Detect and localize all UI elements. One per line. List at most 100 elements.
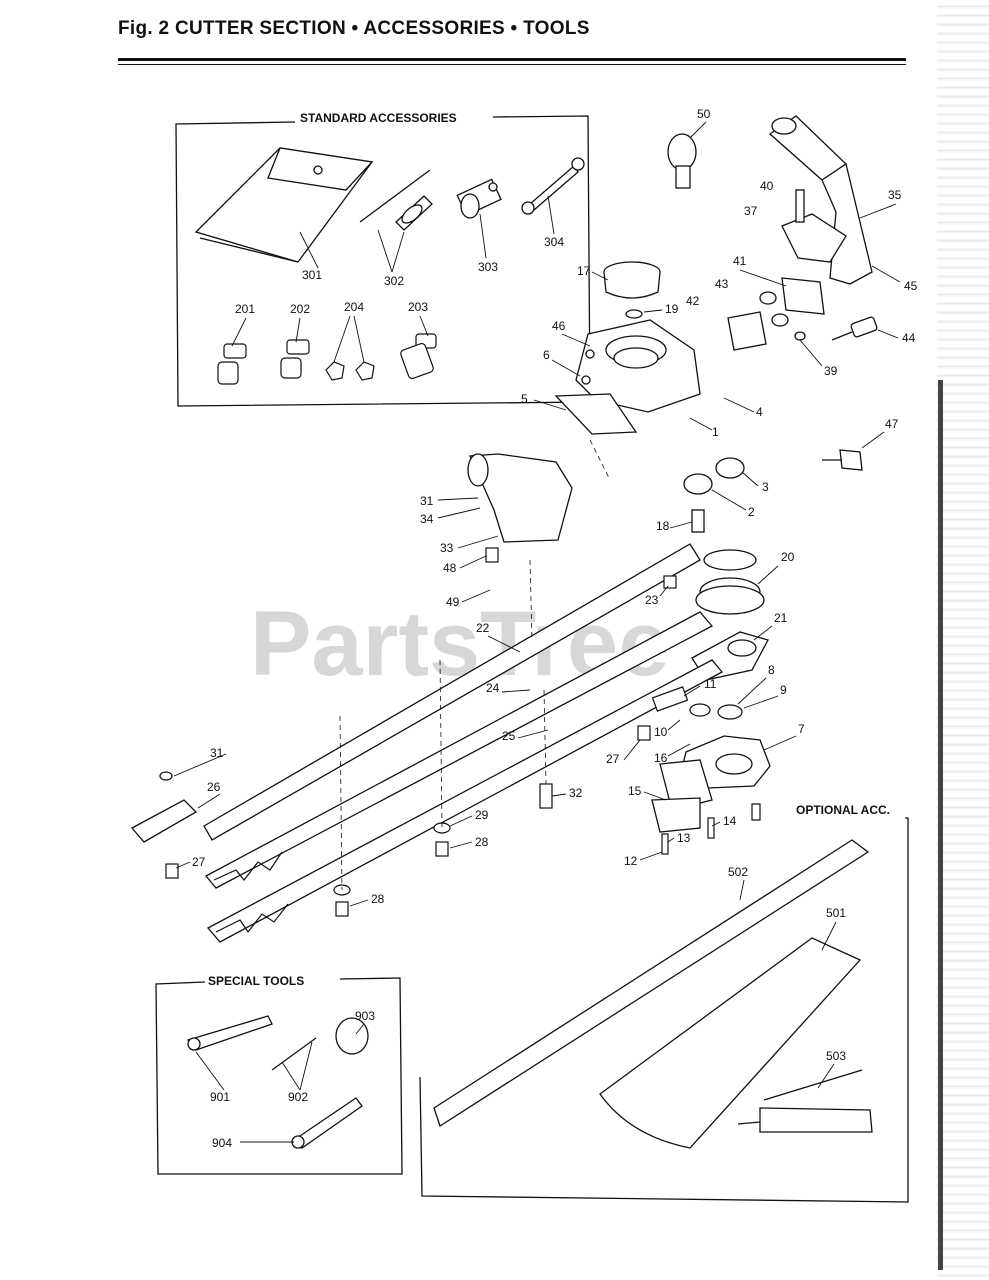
part-label-46: 46 [552,319,566,333]
part-label-203: 203 [408,300,428,314]
part-label-8: 8 [768,663,775,677]
fitting-50 [667,133,697,189]
part-label-33: 33 [440,541,454,555]
blade-cover-502 [433,839,870,1127]
clamp-37 [781,189,847,263]
part-label-18: 18 [656,519,670,533]
part-label-48: 48 [443,561,457,575]
part-label-26: 26 [207,780,221,794]
part-labels: 301 302 303 304 201 202 204 203 50 40 35… [192,107,918,1150]
part-label-28-mid: 28 [475,835,489,849]
blade-cover-501 [599,937,862,1149]
title-rule-thin [118,64,906,65]
part-label-17: 17 [577,264,591,278]
optional-accessories-box [419,817,909,1203]
part-label-13: 13 [677,831,691,845]
part-label-1: 1 [712,425,719,439]
part-label-6: 6 [543,348,550,362]
part-label-47: 47 [885,417,899,431]
part-label-24: 24 [486,681,500,695]
part-label-37: 37 [744,204,758,218]
part-label-7: 7 [798,722,805,736]
part-label-41: 41 [733,254,747,268]
blade-teeth [213,851,289,934]
part-label-40: 40 [760,179,774,193]
bracket-41 [727,277,825,351]
part-label-5: 5 [521,392,528,406]
part-label-301: 301 [302,268,322,282]
part-label-902: 902 [288,1090,308,1104]
part-label-45: 45 [904,279,918,293]
part-label-302: 302 [384,274,404,288]
part-label-201: 201 [235,302,255,316]
part-label-12: 12 [624,854,638,868]
part-label-20: 20 [781,550,795,564]
part-label-34: 34 [420,512,434,526]
part-label-43: 43 [715,277,729,291]
misc-bolts-mid [159,547,761,917]
bearings-3-2 [683,457,745,533]
special-tools-box [155,977,403,1175]
blades-22-24-25 [203,543,724,943]
part-label-25: 25 [502,729,516,743]
part-label-28-low: 28 [371,892,385,906]
part-label-501: 501 [826,906,846,920]
part-label-23: 23 [645,593,659,607]
part-label-27-mid: 27 [606,752,620,766]
scan-edge-noise [937,0,989,1280]
page-title: Fig. 2 CUTTER SECTION • ACCESSORIES • TO… [118,18,590,39]
part-label-901: 901 [210,1090,230,1104]
gear-housing-cover-7 [651,735,771,833]
hand-guard-33 [467,453,573,543]
part-label-10: 10 [654,725,668,739]
standard-accessories-box [175,115,591,407]
assembly-dashed-lines [339,439,611,891]
part-label-11: 11 [704,677,717,691]
part-label-204: 204 [344,300,364,314]
part-label-39: 39 [824,364,838,378]
special-tools-drawing [186,1015,369,1149]
part-label-502: 502 [728,865,748,879]
part-label-4: 4 [756,405,763,419]
part-label-22: 22 [476,621,490,635]
part-label-31-top: 31 [420,494,434,508]
optional-accessories-title: OPTIONAL ACC. [796,803,890,817]
standard-accessories-title: STANDARD ACCESSORIES [300,111,457,125]
part-label-42: 42 [686,294,700,308]
bolts-row [217,333,437,385]
part-label-2: 2 [748,505,755,519]
part-label-3: 3 [762,480,769,494]
part-label-49: 49 [446,595,460,609]
part-label-9: 9 [780,683,787,697]
part-label-35: 35 [888,188,902,202]
part-label-16: 16 [654,751,668,765]
part-label-903: 903 [355,1009,375,1023]
screwdriver-302 [359,169,433,231]
socket-wrench-303 [456,178,502,219]
guide-26 [130,799,198,843]
screw-44 [831,316,878,341]
grease-gun-fitting-47 [822,449,863,471]
part-label-14: 14 [723,814,737,828]
leader-lines [173,121,901,1143]
part-label-503: 503 [826,1049,846,1063]
spanner-304 [521,157,585,215]
drum-17 [603,261,661,319]
part-label-19: 19 [665,302,679,316]
part-label-21: 21 [774,611,788,625]
part-label-50: 50 [697,107,711,121]
part-label-27-left: 27 [192,855,206,869]
part-label-15: 15 [628,784,642,798]
part-label-303: 303 [478,260,498,274]
title-rule [118,58,906,61]
part-label-44: 44 [902,331,916,345]
scan-edge-line [938,380,943,1270]
part-label-29: 29 [475,808,489,822]
part-label-202: 202 [290,302,310,316]
tool-pouch-301 [194,147,374,263]
gear-20 [695,549,765,615]
part-label-904: 904 [212,1136,232,1150]
gear-case-1 [554,319,701,435]
grease-gun-503 [737,1069,873,1133]
